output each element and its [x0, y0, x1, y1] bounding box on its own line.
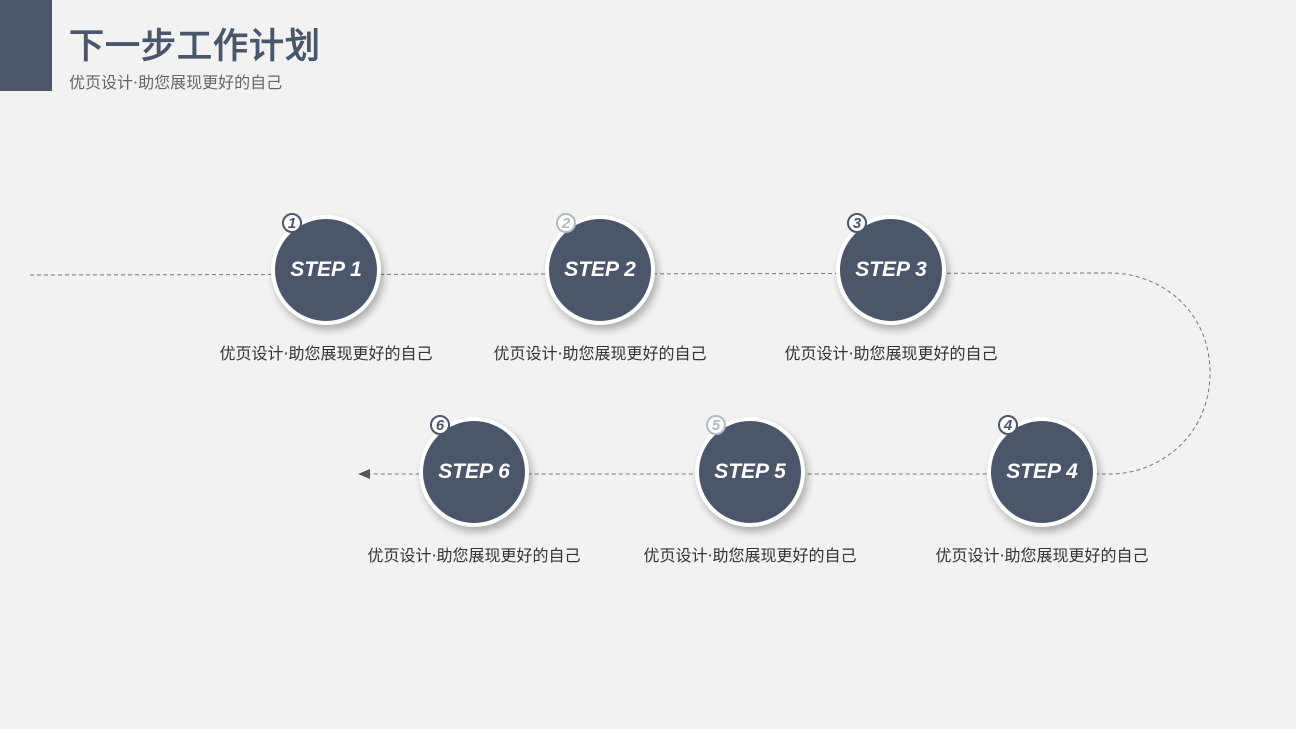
step-label: STEP 4: [1006, 460, 1078, 483]
step-number-badge: 5: [706, 415, 726, 435]
step-number-badge: 1: [282, 213, 302, 233]
step-caption: 优页设计·助您展现更好的自己: [219, 344, 433, 363]
step-caption: 优页设计·助您展现更好的自己: [784, 344, 998, 363]
step-number-badge: 2: [556, 213, 576, 233]
step-label: STEP 5: [714, 460, 786, 483]
step-circle: STEP 3: [836, 215, 946, 325]
step-circle: STEP 6: [419, 417, 529, 527]
step-caption: 优页设计·助您展现更好的自己: [935, 546, 1149, 565]
page-title: 下一步工作计划: [69, 27, 322, 67]
step-circle: STEP 1: [271, 215, 381, 325]
step-number-badge: 6: [430, 415, 450, 435]
step-circle: STEP 2: [545, 215, 655, 325]
page-subtitle: 优页设计·助您展现更好的自己: [69, 73, 283, 92]
step-caption: 优页设计·助您展现更好的自己: [367, 546, 581, 565]
step-number-badge: 4: [998, 415, 1018, 435]
arrow-head-icon: [358, 469, 370, 479]
step-label: STEP 6: [438, 460, 510, 483]
step-label: STEP 1: [290, 258, 362, 281]
step-caption: 优页设计·助您展现更好的自己: [643, 546, 857, 565]
step-caption: 优页设计·助您展现更好的自己: [493, 344, 707, 363]
step-label: STEP 3: [855, 258, 927, 281]
step-number-badge: 3: [847, 213, 867, 233]
header-accent-bar: [0, 0, 52, 91]
step-circle: STEP 4: [987, 417, 1097, 527]
step-label: STEP 2: [564, 258, 636, 281]
step-circle: STEP 5: [695, 417, 805, 527]
